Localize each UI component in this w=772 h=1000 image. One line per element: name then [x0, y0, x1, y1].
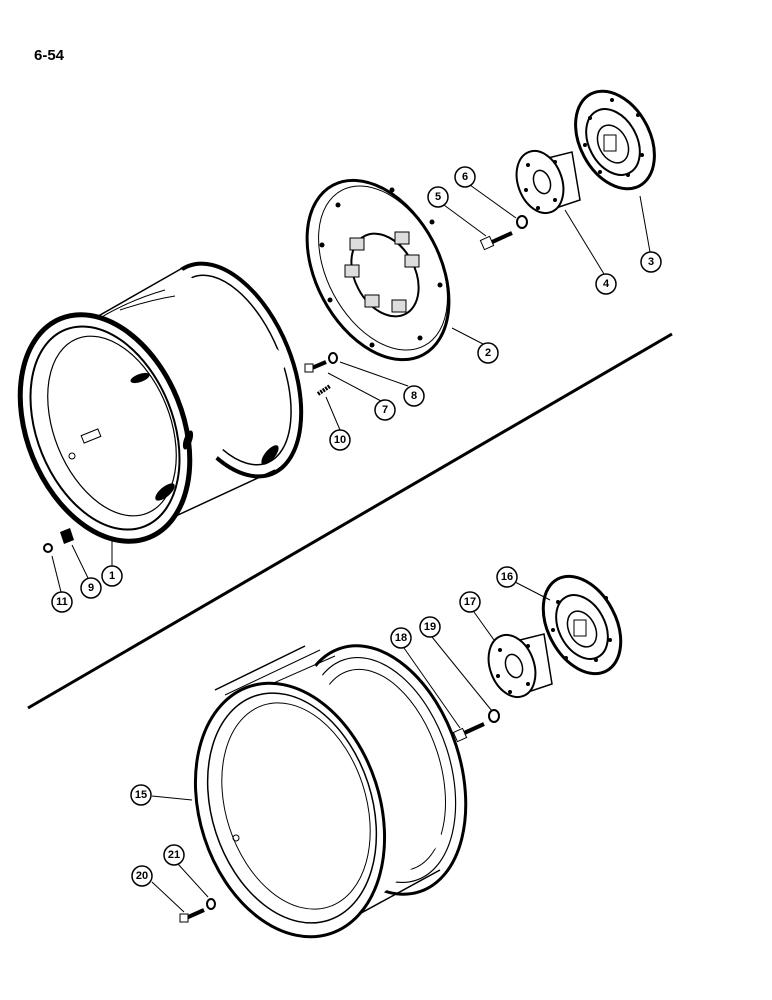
hub-part-4	[515, 150, 581, 214]
callout-21-label: 21	[168, 849, 180, 861]
hub-flange-part-3	[574, 89, 656, 191]
washer-part-6	[516, 215, 528, 229]
callout-4: 4	[595, 273, 617, 295]
callout-2: 2	[477, 342, 499, 364]
callout-11-label: 11	[56, 596, 68, 608]
callout-20-label: 20	[136, 870, 148, 882]
callout-15: 15	[130, 784, 152, 806]
callout-21: 21	[163, 844, 185, 866]
callout-6: 6	[454, 166, 476, 188]
callout-7: 7	[374, 399, 396, 421]
callout-1: 1	[101, 565, 123, 587]
callout-11: 11	[51, 591, 73, 613]
page-number: 6-54	[34, 47, 65, 64]
callout-3-label: 3	[648, 256, 654, 268]
leader-lines	[51, 184, 651, 913]
callout-17-label: 17	[464, 596, 476, 608]
clip-part-9	[60, 528, 74, 544]
hub-flange-part-16	[541, 574, 623, 676]
washer-part-19	[488, 709, 500, 723]
callout-16: 16	[496, 566, 518, 588]
callout-6-label: 6	[462, 171, 468, 183]
callout-2-label: 2	[485, 347, 491, 359]
callout-4-label: 4	[603, 278, 610, 290]
callout-18-label: 18	[395, 632, 407, 644]
callout-7-label: 7	[382, 404, 388, 416]
callout-8: 8	[403, 385, 425, 407]
bolt-part-5	[479, 231, 513, 251]
callout-16-label: 16	[501, 571, 513, 583]
callout-1-label: 1	[109, 570, 115, 582]
hub-part-17	[487, 633, 553, 698]
callout-10-label: 10	[334, 434, 346, 446]
washer-part-8	[328, 352, 338, 364]
center-disc-part-2	[305, 178, 451, 362]
bolt-part-18	[452, 722, 485, 743]
nut-part-11	[43, 543, 53, 553]
bolt-part-7	[304, 360, 327, 373]
divider-line	[27, 332, 673, 710]
callout-5: 5	[427, 186, 449, 208]
callout-17: 17	[459, 591, 481, 613]
callout-8-label: 8	[411, 390, 417, 402]
callout-10: 10	[329, 429, 351, 451]
callout-9: 9	[80, 577, 102, 599]
callout-18: 18	[390, 627, 412, 649]
callout-15-label: 15	[135, 789, 147, 801]
rim-part-15	[193, 644, 468, 939]
rim-part-1	[17, 261, 304, 544]
callout-20: 20	[131, 865, 153, 887]
washer-part-21	[206, 898, 216, 910]
callout-19: 19	[419, 616, 441, 638]
bolt-part-20	[179, 908, 205, 923]
stud-part-10	[316, 384, 332, 396]
callout-3: 3	[640, 251, 662, 273]
callout-5-label: 5	[435, 191, 441, 203]
callout-19-label: 19	[424, 621, 436, 633]
callout-9-label: 9	[88, 582, 94, 594]
